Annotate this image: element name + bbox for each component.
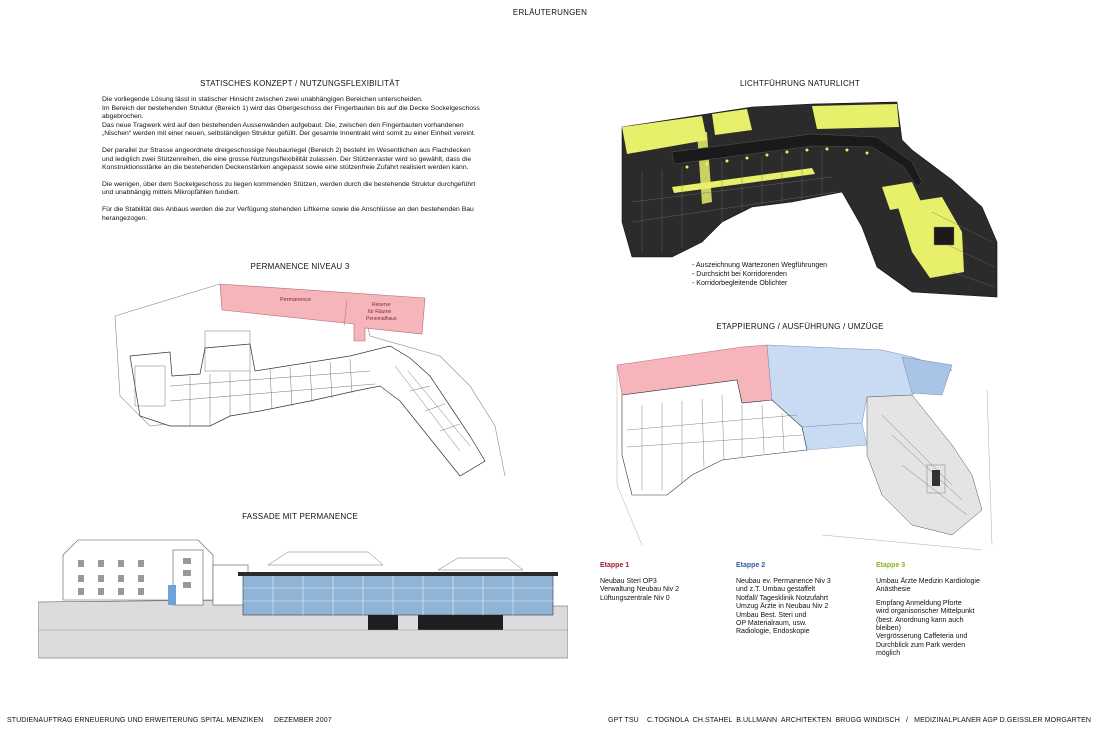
- light-bullet: - Korridorbegleitende Oblichter: [692, 280, 788, 287]
- stages-heading: ETAPPIERUNG / AUSFÜHRUNG / UMZÜGE: [716, 322, 884, 331]
- stage-3-title: Etappe 3: [876, 562, 906, 569]
- stage-2-legend: Etappe 2 Neubau ev. Permanence Niv 3 und…: [736, 562, 831, 636]
- light-bullet: - Durchsicht bei Korridorenden: [692, 271, 787, 278]
- footer-date: DEZEMBER 2007: [274, 717, 332, 724]
- stage-1-title: Etappe 1: [600, 562, 630, 569]
- reserve-label-3: Personalhaus: [366, 316, 397, 322]
- static-paragraph-4: Für die Stabilität des Anbaus werden die…: [102, 205, 474, 222]
- static-concept-text: Die vorliegende Lösung lässt in statisch…: [102, 96, 522, 231]
- static-paragraph-1: Die vorliegende Lösung lässt in statisch…: [102, 96, 480, 138]
- static-paragraph-3: Die wenigen, über dem Sockelgeschoss zu …: [102, 180, 476, 197]
- stages-plan: [612, 335, 997, 555]
- permanence-label: Permanence: [280, 297, 311, 303]
- facade-elevation: [38, 530, 568, 660]
- light-bullet: - Auszeichnung Wartezonen Wegführungen: [692, 262, 828, 269]
- page-title: ERLÄUTERUNGEN: [512, 8, 588, 17]
- footer-project: STUDIENAUFTRAG ERNEUERUNG UND ERWEITERUN…: [7, 717, 264, 724]
- light-plan: [612, 92, 1000, 302]
- static-paragraph-2: Der parallel zur Strasse angeordnete dre…: [102, 146, 472, 172]
- stage-3-legend: Etappe 3 Umbau Ärzte Medizin Kardiologie…: [876, 562, 980, 658]
- permanence-floorplan: Permanence Reserve für Räume Personalhau…: [110, 276, 510, 496]
- reserve-label-2: für Räume: [368, 309, 392, 315]
- permanence-heading: PERMANENCE NIVEAU 3: [250, 262, 350, 271]
- light-heading: LICHTFÜHRUNG NATURLICHT: [739, 79, 860, 88]
- footer-credits: GPT TSU C.TOGNOLA CH.STAHEL B.ULLMANN AR…: [608, 717, 1091, 724]
- stage-2-title: Etappe 2: [736, 562, 766, 569]
- facade-heading: FASSADE MIT PERMANENCE: [242, 512, 358, 521]
- stage-1-legend: Etappe 1 Neubau Steri OP3 Verwaltung Neu…: [600, 562, 679, 602]
- static-concept-heading: STATISCHES KONZEPT / NUTZUNGSFLEXIBILITÄ…: [200, 79, 400, 88]
- light-bullets: - Auszeichnung Wartezonen Wegführungen -…: [692, 261, 827, 288]
- reserve-label-1: Reserve: [372, 302, 391, 308]
